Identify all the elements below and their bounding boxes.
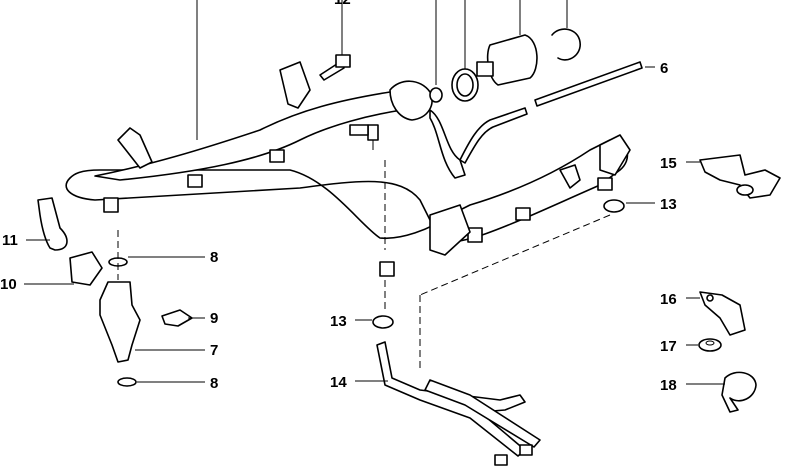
pressure-regulator — [476, 34, 538, 86]
callout-18: 18 — [660, 377, 677, 394]
callout-11: 11 — [2, 232, 18, 249]
callout-16: 16 — [660, 291, 677, 308]
injector-assembly — [37, 197, 193, 387]
callout-10: 10 — [0, 276, 17, 293]
top-leader-lines: 12 — [196, 0, 568, 140]
callout-8-lower: 8 — [210, 375, 218, 392]
callout-15: 15 — [660, 155, 677, 172]
o-ring — [429, 87, 443, 103]
callout-13-center: 13 — [330, 313, 347, 330]
callout-7: 7 — [210, 342, 218, 359]
callout-14: 14 — [330, 374, 347, 391]
vacuum-hose: 6 — [459, 60, 668, 164]
holder — [699, 291, 746, 336]
hose-clamp — [603, 199, 625, 213]
hose-clip — [721, 371, 757, 413]
callout-6: 6 — [660, 60, 668, 77]
screw — [319, 54, 351, 81]
callout-9: 9 — [210, 310, 218, 327]
circlip — [551, 28, 581, 61]
fuel-feed-lines — [376, 341, 541, 466]
callout-8-upper: 8 — [210, 249, 218, 266]
callout-13-right: 13 — [660, 196, 677, 213]
callout-17: 17 — [660, 338, 677, 355]
callout-12-partial: 12 — [334, 0, 351, 8]
hose-clamp — [372, 315, 394, 329]
bracket — [699, 154, 781, 199]
fuel-rail — [65, 61, 631, 277]
